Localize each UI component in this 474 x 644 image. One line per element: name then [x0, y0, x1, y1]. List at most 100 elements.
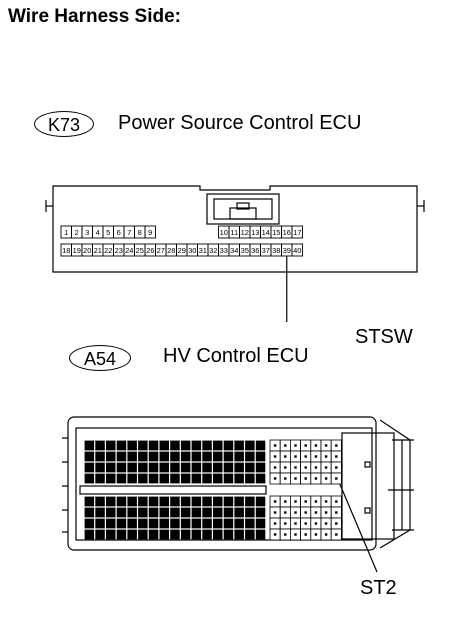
a54-lower-cavity-3-6	[148, 529, 159, 540]
a54-upper-cavity-2-12	[213, 462, 223, 473]
a54-lower-small-cavity-3-6	[330, 528, 342, 541]
connector-name-k73: Power Source Control ECU	[118, 112, 362, 134]
svg-text:39: 39	[283, 246, 291, 255]
a54-upper-cavity-3-0	[84, 473, 95, 484]
connector-code-badge-k73: K73	[34, 111, 94, 137]
a54-lower-small-cavity-3-3	[300, 528, 312, 541]
a54-lower-cavity-0-8	[170, 496, 180, 507]
terminal-label-stsw: STSW	[355, 326, 413, 348]
svg-text:25: 25	[136, 246, 144, 255]
k73-pin-38: 38	[270, 243, 282, 257]
a54-lower-cavity-3-14	[234, 529, 244, 540]
a54-lower-cavity-1-1	[95, 507, 105, 518]
a54-upper-cavity-1-9	[180, 451, 191, 462]
a54-upper-cavity-3-16	[255, 473, 266, 484]
a54-lower-cavity-0-15	[245, 496, 255, 507]
a54-upper-cavity-2-15	[245, 462, 255, 473]
a54-upper-small-cavity-0-1	[279, 439, 291, 452]
a54-lower-cavity-3-8	[170, 529, 180, 540]
a54-lower-small-cavity-1-6	[330, 506, 342, 519]
a54-lower-small-cavity-1-2	[289, 506, 301, 519]
a54-lower-small-cavity-2-1	[279, 517, 291, 530]
k73-pin-36: 36	[249, 243, 261, 257]
k73-pin-29: 29	[176, 243, 188, 257]
a54-upper-cavity-3-9	[180, 473, 191, 484]
svg-text:27: 27	[157, 246, 165, 255]
svg-text:32: 32	[209, 246, 217, 255]
a54-lower-cavity-1-6	[148, 507, 159, 518]
a54-lower-cavity-0-4	[127, 496, 137, 507]
svg-text:36: 36	[251, 246, 259, 255]
a54-upper-small-cavity-2-2	[289, 461, 301, 474]
a54-lower-small-cavity-1-3	[300, 506, 312, 519]
a54-upper-cavity-2-13	[223, 462, 234, 473]
a54-upper-cavity-0-12	[213, 440, 223, 451]
a54-lower-cavity-3-3	[116, 529, 127, 540]
a54-upper-small-cavity-0-0	[269, 439, 281, 452]
a54-lower-small-cavity-3-1	[279, 528, 291, 541]
k73-connector-body	[45, 185, 425, 273]
a54-lower-small-cavity-1-4	[310, 506, 322, 519]
a54-upper-small-cavity-1-1	[279, 450, 291, 463]
svg-text:23: 23	[115, 246, 123, 255]
a54-upper-small-cavity-2-0	[269, 461, 281, 474]
a54-upper-cavity-2-6	[148, 462, 159, 473]
a54-upper-small-cavity-3-3	[300, 472, 312, 485]
a54-upper-cavity-2-1	[95, 462, 105, 473]
k73-pin-4: 4	[92, 225, 104, 239]
a54-lower-cavity-0-12	[213, 496, 223, 507]
a54-lower-small-cavity-0-6	[330, 495, 342, 508]
a54-upper-cavity-0-0	[84, 440, 95, 451]
a54-lower-small-cavity-3-5	[320, 528, 332, 541]
a54-upper-cavity-0-5	[138, 440, 148, 451]
a54-upper-cavity-3-13	[223, 473, 234, 484]
a54-lower-cavity-1-12	[213, 507, 223, 518]
k73-pin-15: 15	[270, 225, 282, 239]
k73-pin-19: 19	[71, 243, 83, 257]
a54-upper-small-cavity-1-3	[300, 450, 312, 463]
k73-pin-10: 10	[218, 225, 230, 239]
k73-pin-3: 3	[81, 225, 93, 239]
svg-text:4: 4	[96, 228, 100, 237]
a54-upper-cavity-3-4	[127, 473, 137, 484]
a54-upper-small-cavity-0-5	[320, 439, 332, 452]
a54-upper-cavity-1-6	[148, 451, 159, 462]
a54-lower-cavity-3-5	[138, 529, 148, 540]
a54-upper-cavity-1-0	[84, 451, 95, 462]
a54-lower-cavity-0-11	[202, 496, 212, 507]
a54-upper-cavity-3-8	[170, 473, 180, 484]
a54-lower-cavity-2-0	[84, 518, 95, 529]
a54-upper-small-cavity-0-4	[310, 439, 322, 452]
a54-upper-cavity-2-8	[170, 462, 180, 473]
a54-lower-cavity-2-3	[116, 518, 127, 529]
svg-text:26: 26	[146, 246, 154, 255]
a54-upper-cavity-0-3	[116, 440, 127, 451]
a54-upper-small-cavity-3-0	[269, 472, 281, 485]
k73-pin-20: 20	[81, 243, 93, 257]
a54-upper-cavity-0-13	[223, 440, 234, 451]
a54-lower-cavity-2-1	[95, 518, 105, 529]
a54-upper-cavity-2-5	[138, 462, 148, 473]
k73-pin-28: 28	[165, 243, 177, 257]
a54-upper-small-cavity-1-6	[330, 450, 342, 463]
a54-lower-cavity-0-10	[191, 496, 202, 507]
a54-upper-cavity-2-7	[159, 462, 169, 473]
a54-lower-cavity-2-16	[255, 518, 266, 529]
a54-lower-small-cavity-3-2	[289, 528, 301, 541]
k73-pin-5: 5	[102, 225, 114, 239]
a54-upper-cavity-2-16	[255, 462, 266, 473]
a54-upper-cavity-2-9	[180, 462, 191, 473]
a54-lower-cavity-2-8	[170, 518, 180, 529]
a54-lower-cavity-3-12	[213, 529, 223, 540]
a54-lower-cavity-2-6	[148, 518, 159, 529]
k73-pin-9: 9	[144, 225, 156, 239]
svg-text:13: 13	[251, 228, 259, 237]
a54-upper-small-cavity-2-5	[320, 461, 332, 474]
a54-lower-cavity-0-0	[84, 496, 95, 507]
connector-code-badge-a54: A54	[69, 345, 131, 371]
svg-text:14: 14	[262, 228, 270, 237]
a54-lower-small-cavity-2-3	[300, 517, 312, 530]
svg-text:6: 6	[117, 228, 121, 237]
